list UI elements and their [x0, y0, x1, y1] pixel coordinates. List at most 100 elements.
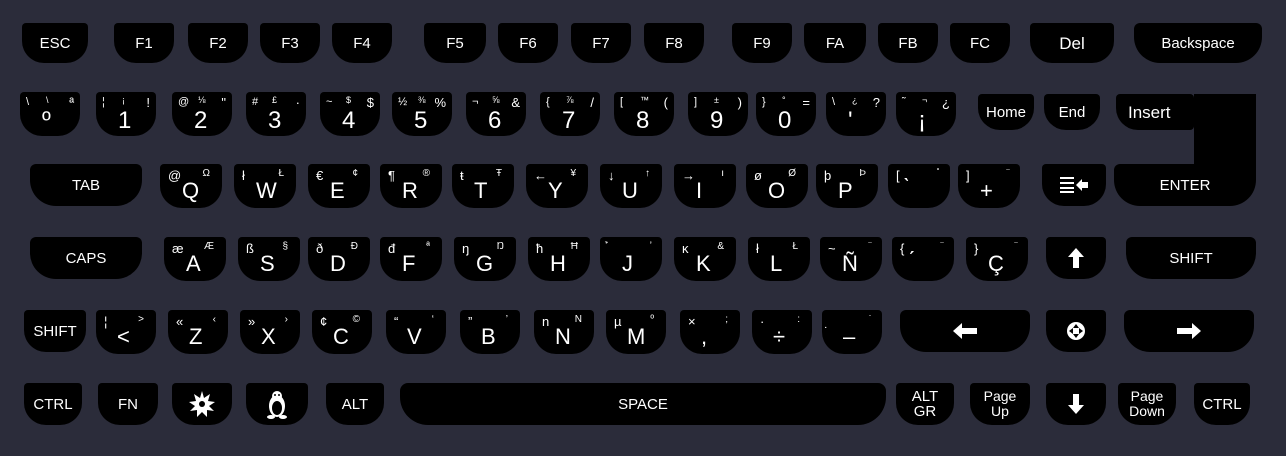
- key-glyph-tr: /: [590, 95, 594, 110]
- fa-key[interactable]: FA: [804, 23, 866, 63]
- letter-key-row5-11[interactable]: ̣̇–: [822, 310, 882, 354]
- tab-key[interactable]: TAB: [30, 164, 142, 206]
- dpad-icon: [1046, 310, 1106, 352]
- f9-key[interactable]: F9: [732, 23, 792, 63]
- letter-key-row5-4[interactable]: ¢©C: [312, 310, 372, 354]
- end-key[interactable]: End: [1044, 94, 1100, 130]
- caps-lock-key[interactable]: CAPS: [30, 237, 142, 279]
- f1-key[interactable]: F1: [114, 23, 174, 63]
- arrow-up-key[interactable]: [1046, 237, 1106, 279]
- number-key-5[interactable]: ~$$4: [320, 92, 380, 136]
- settings-key[interactable]: [172, 383, 232, 425]
- f3-key[interactable]: F3: [260, 23, 320, 63]
- letter-key-row3-11[interactable]: [̊̀: [888, 164, 950, 208]
- number-key-4[interactable]: #£·3: [246, 92, 306, 136]
- esc-key[interactable]: ESC: [22, 23, 88, 63]
- number-key-13[interactable]: ̃¬¿¡: [896, 92, 956, 136]
- arrow-down-key[interactable]: [1046, 383, 1106, 425]
- letter-key-row3-3[interactable]: €¢E: [308, 164, 370, 208]
- letter-key-row5-6[interactable]: ”’B: [460, 310, 520, 354]
- number-key-8[interactable]: {⅞/7: [540, 92, 600, 136]
- f4-key[interactable]: F4: [332, 23, 392, 63]
- letter-key-row3-6[interactable]: ←¥Y: [526, 164, 588, 208]
- f5-key[interactable]: F5: [424, 23, 486, 63]
- justify-left-key[interactable]: [1042, 164, 1106, 206]
- f2-key[interactable]: F2: [188, 23, 248, 63]
- letter-key-row5-10[interactable]: ·:÷: [752, 310, 812, 354]
- number-key-10[interactable]: ]±)9: [688, 92, 748, 136]
- enter-key-upper[interactable]: [1194, 94, 1256, 166]
- letter-key-row5-3[interactable]: »›X: [240, 310, 300, 354]
- f6-key[interactable]: F6: [498, 23, 558, 63]
- number-key-3[interactable]: @⅛"2: [172, 92, 232, 136]
- shift-left-key[interactable]: SHIFT: [24, 310, 86, 352]
- key-label: F4: [353, 34, 371, 52]
- key-glyph-tl: ŋ: [462, 241, 470, 256]
- home-key[interactable]: Home: [978, 94, 1034, 130]
- number-key-9[interactable]: [™(8: [614, 92, 674, 136]
- key-glyph-tl: ð: [316, 241, 324, 256]
- alt-gr-key[interactable]: ALT GR: [896, 383, 954, 425]
- letter-key-row5-9[interactable]: ×;,: [680, 310, 740, 354]
- letter-key-row5-1[interactable]: ¦><: [96, 310, 156, 354]
- number-key-7[interactable]: ¬⅝&6: [466, 92, 526, 136]
- letter-key-row5-5[interactable]: “‘V: [386, 310, 446, 354]
- ctrl-left-key[interactable]: CTRL: [24, 383, 82, 425]
- space-key[interactable]: SPACE: [400, 383, 886, 425]
- ctrl-right-key[interactable]: CTRL: [1194, 383, 1250, 425]
- letter-key-row3-7[interactable]: ↓↑U: [600, 164, 662, 208]
- fn-key[interactable]: FN: [98, 383, 158, 425]
- alt-key[interactable]: ALT: [326, 383, 384, 425]
- navigation-key[interactable]: [1046, 310, 1106, 352]
- key-glyph-main: <: [117, 324, 130, 349]
- letter-key-row4-7[interactable]: ̛̉J: [600, 237, 662, 281]
- key-label: SHIFT: [33, 322, 77, 340]
- f7-key[interactable]: F7: [571, 23, 631, 63]
- fc-key[interactable]: FC: [950, 23, 1010, 63]
- key-glyph-tr: ·: [295, 95, 300, 110]
- number-key-11[interactable]: }°=0: [756, 92, 816, 136]
- arrow-right-key[interactable]: [1124, 310, 1254, 352]
- letter-key-row3-12[interactable]: ]̈+: [958, 164, 1020, 208]
- letter-key-row3-4[interactable]: ¶®R: [380, 164, 442, 208]
- f8-key[interactable]: F8: [644, 23, 704, 63]
- key-glyph-tr: ‘: [431, 314, 434, 325]
- enter-key[interactable]: ENTER: [1114, 164, 1256, 206]
- arrow-left-key[interactable]: [900, 310, 1030, 352]
- backspace-key[interactable]: Backspace: [1134, 23, 1262, 63]
- page-down-key[interactable]: Page Down: [1118, 383, 1176, 425]
- number-key-12[interactable]: \¿?': [826, 92, 886, 136]
- number-key-2[interactable]: ¦¡!1: [96, 92, 156, 136]
- letter-key-row4-12[interactable]: }̈Ç: [966, 237, 1028, 281]
- key-glyph-tl: #: [252, 96, 259, 108]
- key-glyph-main: R: [402, 178, 418, 203]
- fb-key[interactable]: FB: [878, 23, 938, 63]
- insert-key[interactable]: Insert: [1116, 94, 1194, 130]
- page-up-key[interactable]: Page Up: [970, 383, 1030, 425]
- letter-key-row4-11[interactable]: {̈́: [892, 237, 954, 281]
- key-glyph-tr: ª: [69, 95, 74, 110]
- super-key[interactable]: [246, 383, 308, 425]
- letter-key-row4-2[interactable]: ß§S: [238, 237, 300, 281]
- letter-key-row4-10[interactable]: ~̈Ñ: [820, 237, 882, 281]
- shift-right-key[interactable]: SHIFT: [1126, 237, 1256, 279]
- letter-key-row4-8[interactable]: ĸ&K: [674, 237, 736, 281]
- letter-key-row5-2[interactable]: «‹Z: [168, 310, 228, 354]
- delete-key[interactable]: Del: [1030, 23, 1114, 63]
